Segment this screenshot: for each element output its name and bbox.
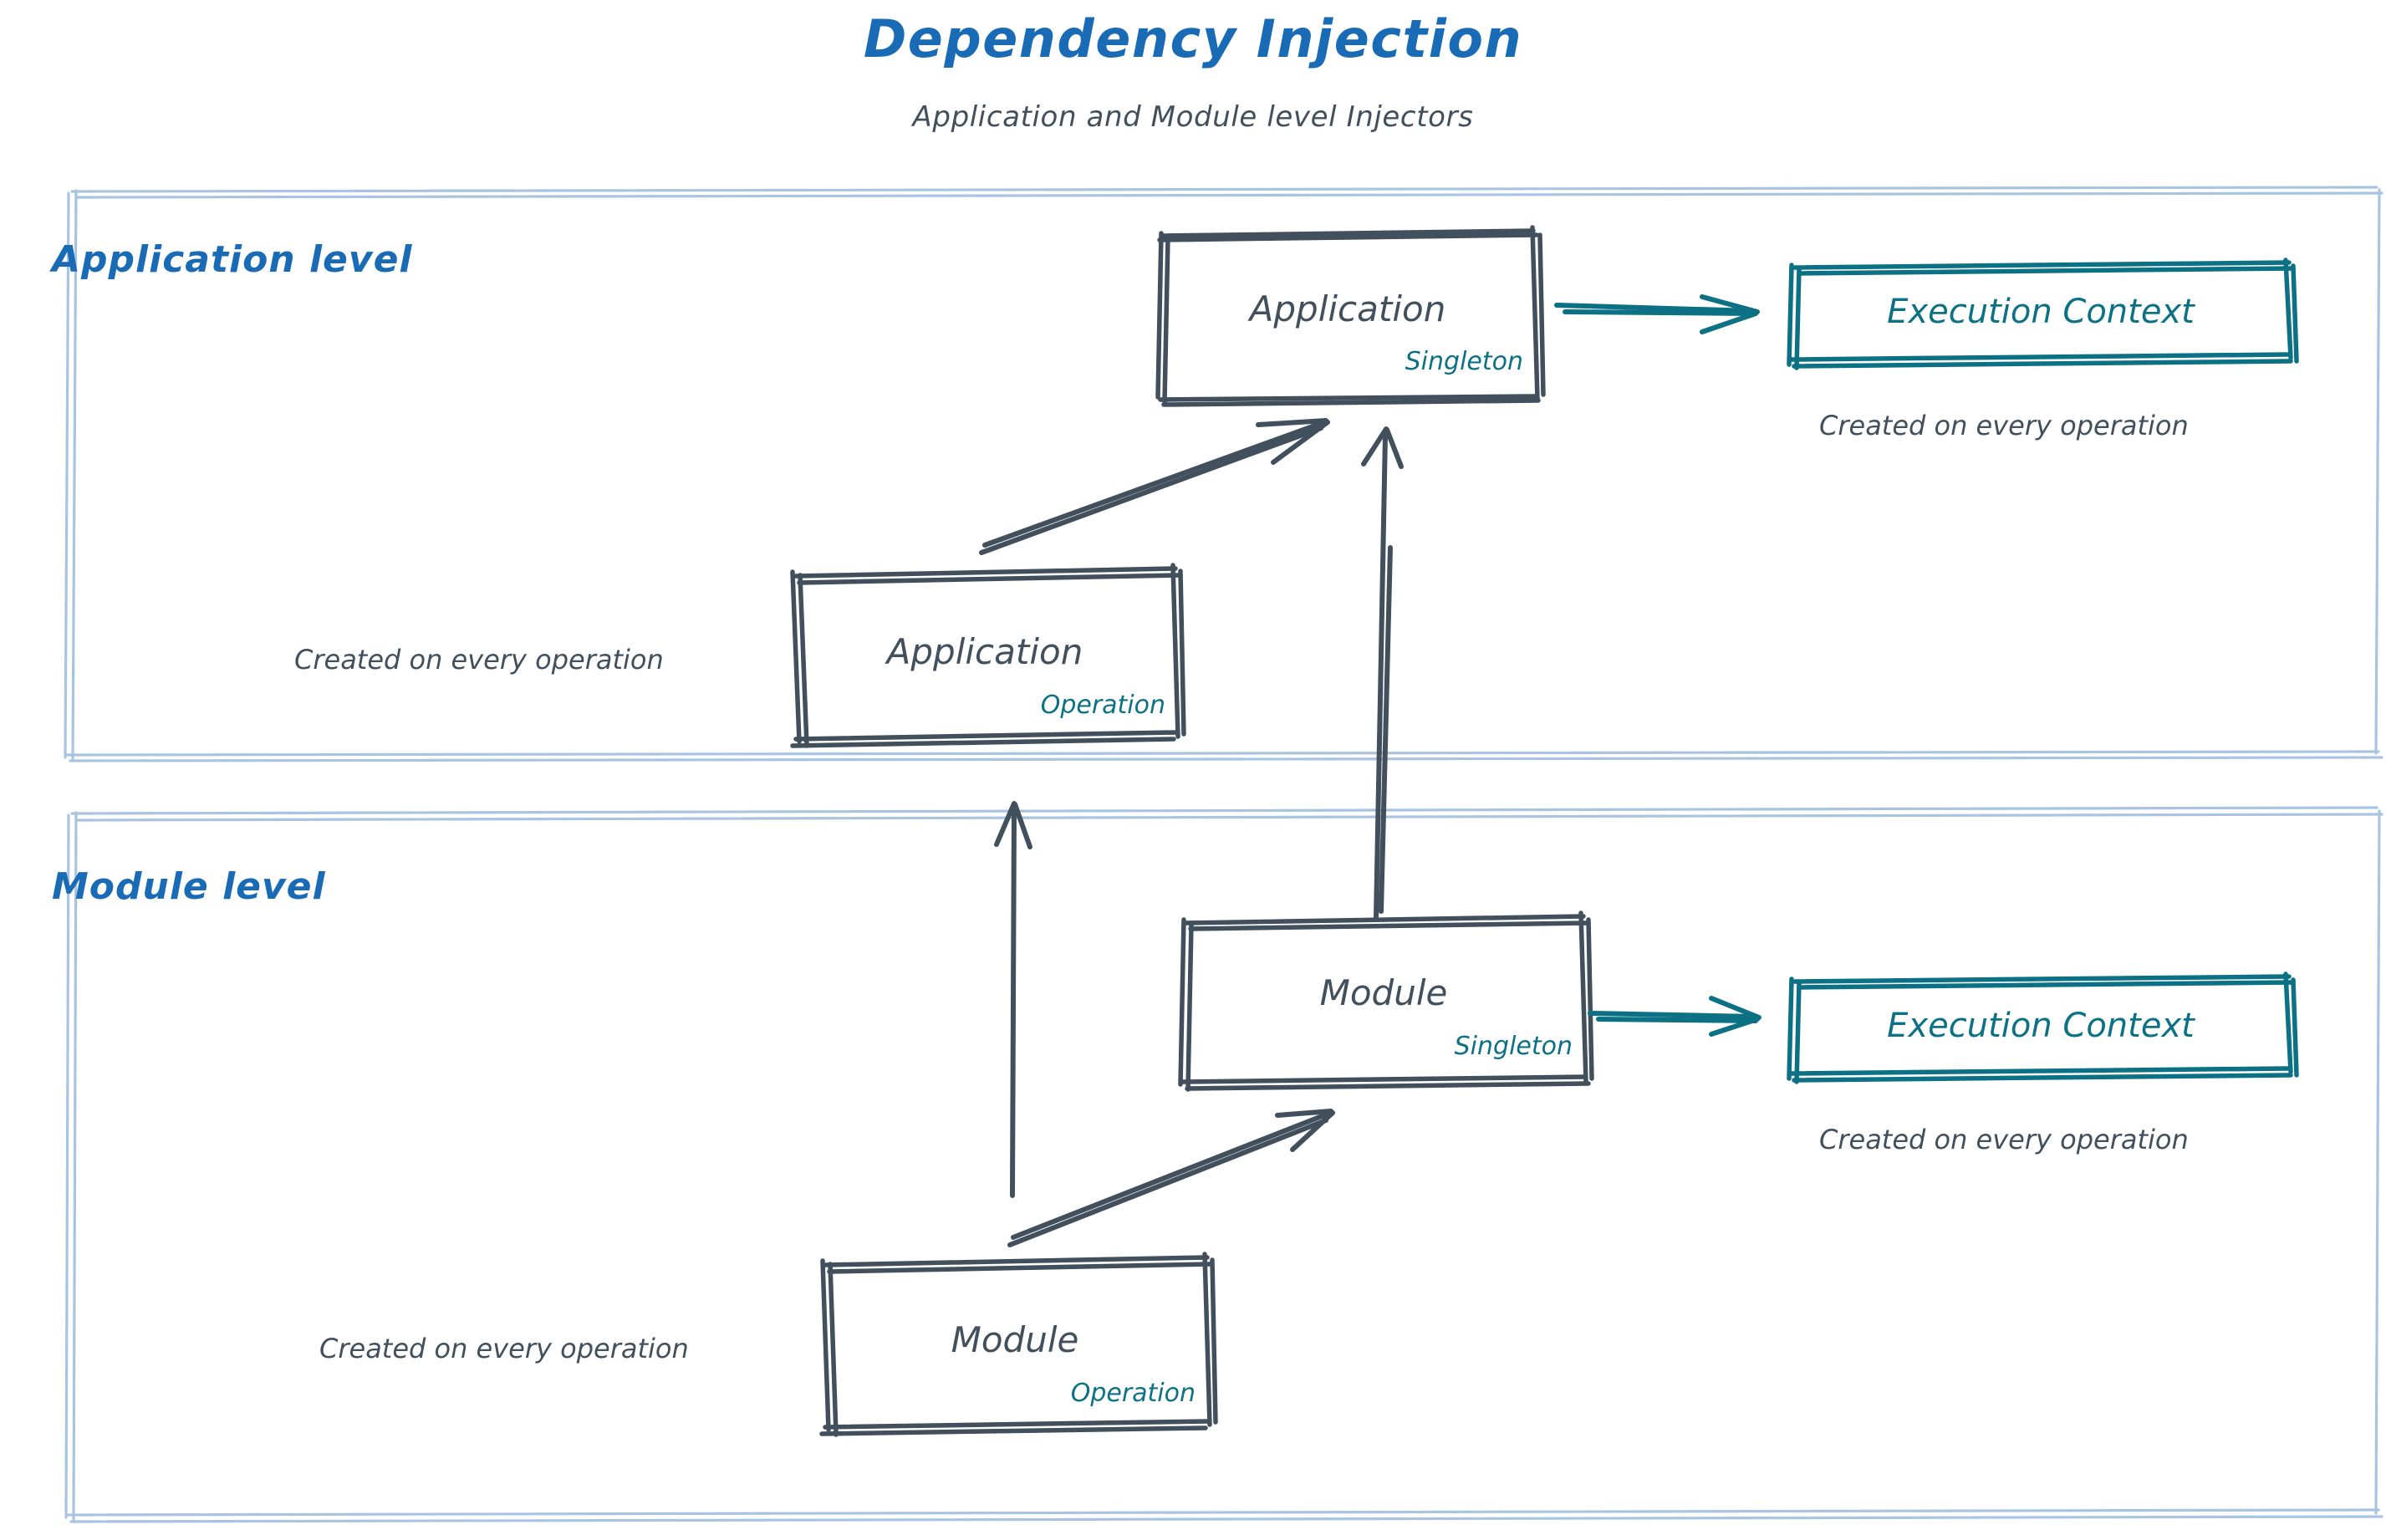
node-scope-application-operation: Operation [1040, 691, 1165, 720]
note-module-operation: Created on every operation [319, 1333, 689, 1364]
note-application-operation: Created on every operation [294, 644, 664, 676]
page-subtitle: Application and Module level Injectors [912, 100, 1474, 134]
node-label-module-operation: Module [951, 1319, 1079, 1360]
edge-app-singleton-to-execution-context [1554, 294, 1760, 334]
page-title: Dependency Injection [863, 8, 1523, 69]
node-scope-application-singleton: Singleton [1405, 347, 1523, 376]
lane-label-application-level: Application level [52, 238, 413, 281]
node-label-application-operation: Application [886, 631, 1083, 672]
edge-module-operation-to-module-singleton [1007, 1109, 1335, 1247]
note-execution-context-app: Created on every operation [1819, 410, 2189, 441]
edge-module-singleton-to-execution-context [1588, 996, 1761, 1037]
node-label-application-singleton: Application [1249, 288, 1446, 329]
lane-module-level [64, 806, 2383, 1523]
node-label-execution-context-app: Execution Context [1887, 293, 2195, 331]
edge-module-operation-to-app-level [994, 801, 1032, 1198]
edge-app-operation-to-app-singleton [979, 418, 1330, 555]
lane-label-module-level: Module level [52, 865, 326, 908]
node-label-execution-context-module: Execution Context [1887, 1007, 2195, 1045]
edge-module-singleton-to-app-singleton [1361, 426, 1404, 920]
node-scope-module-operation: Operation [1070, 1379, 1196, 1408]
node-scope-module-singleton: Singleton [1454, 1032, 1573, 1061]
node-label-module-singleton: Module [1319, 972, 1448, 1013]
note-execution-context-module: Created on every operation [1819, 1124, 2189, 1155]
